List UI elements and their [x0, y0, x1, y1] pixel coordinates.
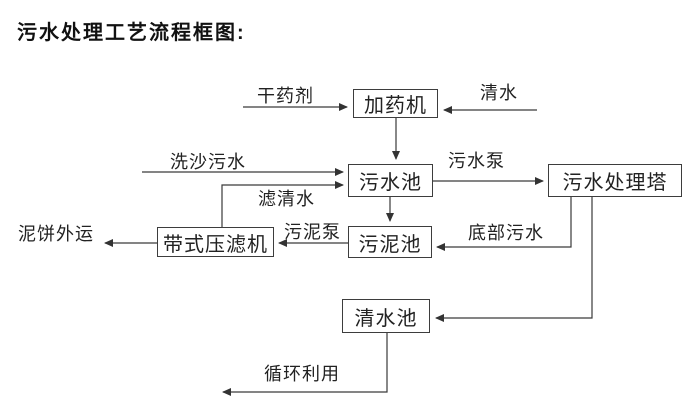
- node-sewage-pool: 污水池: [348, 164, 433, 197]
- node-sludge-pool: 污泥池: [348, 226, 432, 258]
- edge-label-bottom-sewage: 底部污水: [468, 223, 544, 243]
- edge-tower-to-clean-arrow: [435, 197, 593, 322]
- node-clean-water-pool: 清水池: [342, 299, 430, 333]
- edge-label-clean-water: 清水: [480, 83, 518, 103]
- diagram-title: 污水处理工艺流程框图:: [17, 22, 246, 44]
- node-dosing-machine: 加药机: [353, 89, 438, 118]
- node-belt-filter-press: 带式压滤机: [157, 227, 274, 257]
- edge-recycle-arrow: [222, 333, 388, 396]
- edge-label-sand-washing: 洗沙污水: [170, 152, 246, 172]
- edge-label-recycle: 循环利用: [264, 364, 340, 384]
- edge-bottom-sewage-arrow: [436, 197, 572, 251]
- edge-label-dry-agent: 干药剂: [257, 86, 314, 106]
- edge-label-sludge-pump: 污泥泵: [284, 222, 341, 242]
- edge-label-mud-cake: 泥饼外运: [18, 224, 94, 244]
- edge-filtered-water-arrow: [221, 181, 344, 227]
- edge-label-sewage-pump: 污水泵: [448, 151, 505, 171]
- edge-label-filtered-water: 滤清水: [258, 189, 315, 209]
- node-treatment-tower: 污水处理塔: [548, 164, 682, 197]
